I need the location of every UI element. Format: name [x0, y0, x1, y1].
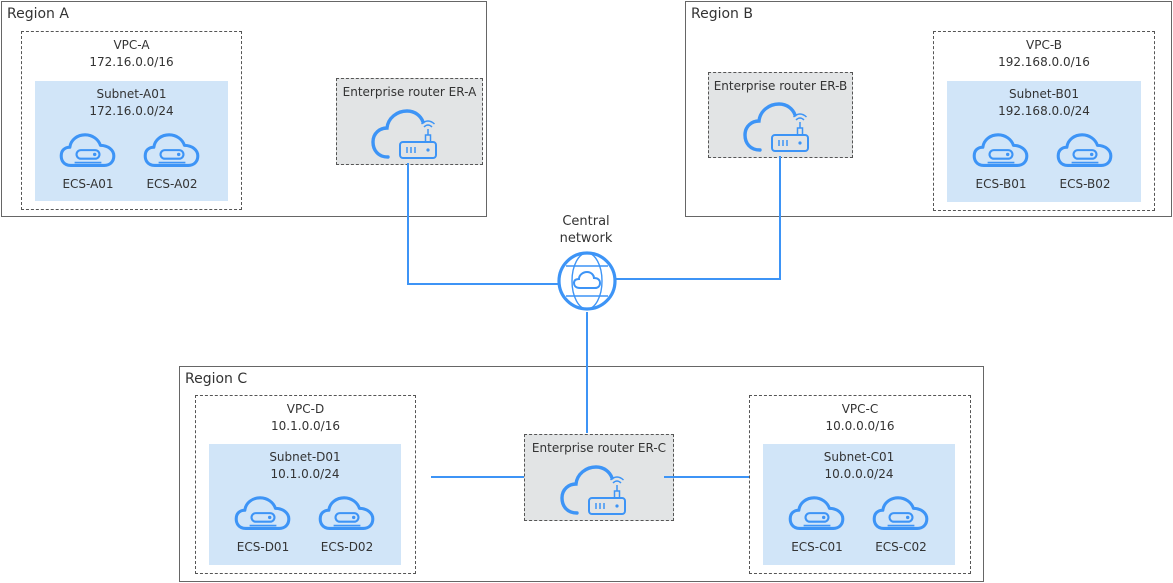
- globe-cloud-icon[interactable]: [556, 250, 618, 312]
- central-network-label-line1: Central: [562, 214, 610, 229]
- link-er-a-down: [407, 163, 409, 285]
- router-label: Enterprise router ER-C: [531, 441, 667, 455]
- vpc-name: VPC-B: [1026, 38, 1062, 52]
- enterprise-router-icon: [742, 100, 814, 154]
- region-a: Region A VPC-A 172.16.0.0/16 Subnet-A01 …: [1, 1, 487, 217]
- vpc-name: VPC-D: [286, 402, 325, 416]
- subnet-c01: Subnet-C01 10.0.0.0/24 ECS-C01 ECS-C02: [763, 444, 955, 565]
- link-central-to-er-c-overlay: [586, 366, 588, 433]
- router-label: Enterprise router ER-A: [342, 85, 477, 99]
- vpc-a: VPC-A 172.16.0.0/16 Subnet-A01 172.16.0.…: [21, 31, 242, 210]
- router-label: Enterprise router ER-B: [713, 79, 848, 93]
- ecs-d02[interactable]: ECS-D02: [312, 494, 382, 554]
- ecs-cloud-server-icon: [234, 494, 292, 538]
- ecs-cloud-server-icon: [143, 131, 201, 175]
- ecs-label: ECS-B02: [1059, 177, 1111, 191]
- vpc-cidr: 10.1.0.0/16: [271, 419, 340, 433]
- enterprise-router-icon: [559, 463, 631, 517]
- link-vpc-d-to-er-c-overlay: [431, 476, 524, 478]
- enterprise-router-er-c[interactable]: Enterprise router ER-C: [524, 434, 674, 521]
- ecs-label: ECS-B01: [975, 177, 1027, 191]
- vpc-name: VPC-C: [841, 402, 879, 416]
- ecs-label: ECS-C02: [875, 540, 927, 554]
- vpc-cidr: 10.0.0.0/16: [825, 419, 895, 433]
- vpc-name: VPC-A: [113, 38, 150, 52]
- subnet-cidr: 192.168.0.0/24: [998, 104, 1090, 118]
- ecs-cloud-server-icon: [972, 131, 1030, 175]
- link-er-b-down-overlay: [779, 156, 781, 218]
- ecs-cloud-server-icon: [1056, 131, 1114, 175]
- link-er-b-down: [779, 156, 781, 280]
- ecs-c01[interactable]: ECS-C01: [782, 494, 852, 554]
- ecs-cloud-server-icon: [318, 494, 376, 538]
- ecs-d01[interactable]: ECS-D01: [228, 494, 298, 554]
- ecs-cloud-server-icon: [872, 494, 930, 538]
- vpc-c: VPC-C 10.0.0.0/16 Subnet-C01 10.0.0.0/24…: [749, 395, 971, 574]
- ecs-label: ECS-D02: [320, 540, 374, 554]
- region-c: Region C VPC-D 10.1.0.0/16 Subnet-D01 10…: [179, 366, 984, 582]
- ecs-b01[interactable]: ECS-B01: [966, 131, 1036, 191]
- enterprise-router-er-b[interactable]: Enterprise router ER-B: [708, 72, 853, 158]
- link-er-a-down-overlay: [407, 163, 409, 218]
- ecs-cloud-server-icon: [59, 131, 117, 175]
- region-title: Region A: [7, 6, 69, 22]
- ecs-b02[interactable]: ECS-B02: [1050, 131, 1120, 191]
- ecs-label: ECS-D01: [236, 540, 290, 554]
- subnet-name: Subnet-B01: [1009, 87, 1079, 101]
- vpc-b: VPC-B 192.168.0.0/16 Subnet-B01 192.168.…: [933, 31, 1155, 211]
- subnet-a01: Subnet-A01 172.16.0.0/24 ECS-A01 ECS-A02: [35, 81, 228, 201]
- ecs-label: ECS-A02: [146, 177, 198, 191]
- subnet-cidr: 172.16.0.0/24: [89, 104, 174, 118]
- subnet-d01: Subnet-D01 10.1.0.0/24 ECS-D01 ECS-D02: [209, 444, 401, 565]
- central-network-label-line2: network: [559, 231, 613, 246]
- vpc-cidr: 192.168.0.0/16: [998, 55, 1090, 69]
- region-title: Region B: [691, 6, 753, 22]
- link-er-c-to-vpc-c-overlay: [664, 476, 749, 478]
- subnet-name: Subnet-C01: [823, 450, 895, 464]
- ecs-cloud-server-icon: [788, 494, 846, 538]
- subnet-b01: Subnet-B01 192.168.0.0/24 ECS-B01 ECS-B0…: [947, 81, 1141, 202]
- vpc-cidr: 172.16.0.0/16: [89, 55, 174, 69]
- region-b: Region B Enterprise router ER-B VPC-B 19…: [685, 1, 1172, 217]
- enterprise-router-icon: [370, 107, 442, 161]
- link-central-to-er-b: [616, 278, 781, 280]
- central-network-label: Central network: [538, 213, 634, 247]
- ecs-label: ECS-A01: [62, 177, 114, 191]
- ecs-c02[interactable]: ECS-C02: [866, 494, 936, 554]
- ecs-a01[interactable]: ECS-A01: [53, 131, 123, 191]
- subnet-cidr: 10.1.0.0/24: [270, 467, 340, 481]
- subnet-cidr: 10.0.0.0/24: [824, 467, 894, 481]
- ecs-a02[interactable]: ECS-A02: [137, 131, 207, 191]
- enterprise-router-er-a[interactable]: Enterprise router ER-A: [336, 78, 483, 165]
- link-er-a-to-central: [407, 283, 559, 285]
- vpc-d: VPC-D 10.1.0.0/16 Subnet-D01 10.1.0.0/24…: [195, 395, 416, 574]
- region-title: Region C: [185, 371, 248, 387]
- subnet-name: Subnet-A01: [96, 87, 167, 101]
- ecs-label: ECS-C01: [791, 540, 843, 554]
- subnet-name: Subnet-D01: [269, 450, 341, 464]
